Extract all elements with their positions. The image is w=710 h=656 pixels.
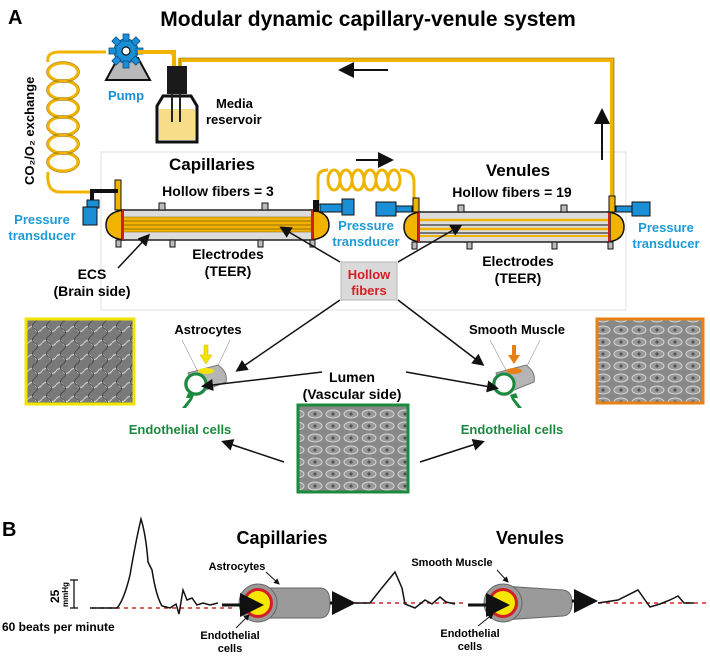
pressure-scale-bar bbox=[70, 579, 78, 609]
panel-b-endothelial-venule-label-1: Endothelial bbox=[440, 628, 499, 640]
endothelial-label-capillary: Endothelial cells bbox=[129, 422, 232, 437]
smooth-muscle-pointer bbox=[496, 569, 509, 583]
panel-b-endothelial-venule-label-2: cells bbox=[458, 641, 482, 653]
endothelial-arrow-capillary bbox=[221, 439, 285, 463]
pressure-transducer-right-icon bbox=[615, 201, 651, 217]
panel-b-smooth-muscle-label: Smooth Muscle bbox=[411, 557, 492, 569]
pressure-transducer-left-icon bbox=[82, 189, 118, 226]
panel-b-capillary-vessel-icon bbox=[238, 583, 331, 623]
panel-b-label: B bbox=[2, 519, 16, 541]
pressure-transducer-right-label-2: transducer bbox=[632, 236, 699, 251]
pressure-transducer-middle-label-1: Pressure bbox=[338, 218, 394, 233]
capillaries-electrodes-label-1: Electrodes bbox=[192, 246, 264, 262]
venules-cartridge bbox=[403, 195, 625, 250]
pressure-waveform-capillary-out bbox=[355, 570, 456, 609]
ecs-label-2: (Brain side) bbox=[53, 283, 130, 299]
media-reservoir-label-2: reservoir bbox=[206, 112, 262, 127]
inter-module-coil bbox=[316, 168, 416, 206]
hollow-fibers-callout: Hollow fibers bbox=[340, 261, 398, 301]
astrocyte-micrograph bbox=[24, 317, 136, 406]
lumen-arrow-capillary bbox=[201, 371, 323, 391]
media-reservoir-icon bbox=[155, 66, 199, 144]
pressure-waveform-venule-out bbox=[597, 589, 694, 608]
capillaries-cartridge bbox=[105, 179, 330, 248]
pressure-transducer-middle-icon bbox=[319, 198, 355, 216]
venules-title: Venules bbox=[486, 161, 550, 180]
ecs-label-1: ECS bbox=[78, 266, 107, 282]
hollow-fibers-arrow-capillaries bbox=[279, 226, 341, 263]
pressure-transducer-right-label-1: Pressure bbox=[638, 220, 694, 235]
panel-a-label: A bbox=[8, 7, 22, 29]
capillaries-fiber-count: Hollow fibers = 3 bbox=[162, 183, 274, 199]
pump-outlet-tube bbox=[138, 50, 176, 70]
gas-exchange-label: CO₂/O₂ exchange bbox=[22, 77, 37, 185]
hollow-fibers-arrow-venules bbox=[397, 224, 463, 263]
lumen-arrow-venule bbox=[405, 371, 499, 393]
endothelial-pointer-capillary bbox=[235, 614, 250, 629]
hollow-fibers-label-2: fibers bbox=[351, 283, 386, 298]
astrocytes-label: Astrocytes bbox=[174, 322, 241, 337]
panel-b-venules-title: Venules bbox=[496, 528, 564, 548]
gas-exchange-coil bbox=[46, 50, 106, 194]
panel-b-endothelial-label-1: Endothelial bbox=[200, 630, 259, 642]
lumen-label-2: (Vascular side) bbox=[303, 386, 402, 402]
lumen-label-1: Lumen bbox=[329, 369, 375, 385]
endothelial-pointer-venule bbox=[477, 613, 494, 627]
pump-icon bbox=[104, 33, 152, 81]
venules-fiber-count: Hollow fibers = 19 bbox=[452, 184, 572, 200]
venule-tube-icon bbox=[489, 339, 541, 408]
pressure-waveform-arterial bbox=[90, 516, 219, 615]
scale-unit: mmHg bbox=[61, 582, 70, 607]
tubing-outline bbox=[179, 57, 615, 200]
hollow-fibers-arrow-capillary-tube bbox=[235, 299, 341, 372]
hollow-fibers-arrow-venule-tube bbox=[397, 299, 485, 366]
capillary-tube-icon bbox=[181, 339, 231, 408]
pressure-transducer-left-label-2: transducer bbox=[8, 228, 75, 243]
scale-value: 25 bbox=[48, 589, 62, 603]
pump-label: Pump bbox=[108, 88, 144, 103]
capillaries-electrodes-label-2: (TEER) bbox=[205, 263, 252, 279]
astrocytes-pointer bbox=[265, 571, 280, 585]
media-reservoir-label-1: Media bbox=[216, 96, 254, 111]
heart-rate-label: 60 beats per minute bbox=[2, 620, 115, 634]
venules-electrodes-label-2: (TEER) bbox=[495, 270, 542, 286]
capillaries-title: Capillaries bbox=[169, 155, 255, 174]
endothelial-label-venule: Endothelial cells bbox=[461, 422, 564, 437]
hollow-fibers-label-1: Hollow bbox=[348, 267, 391, 282]
panel-b-endothelial-label-2: cells bbox=[218, 643, 242, 655]
venules-electrodes-label-1: Electrodes bbox=[482, 253, 554, 269]
pressure-transducer-left-label-1: Pressure bbox=[14, 212, 70, 227]
module-frame bbox=[100, 151, 627, 311]
endothelial-arrow-venule bbox=[419, 439, 485, 463]
panel-a-title: Modular dynamic capillary-venule system bbox=[160, 8, 576, 31]
gas-exchange-coil-outline bbox=[46, 61, 80, 173]
panel-b-venule-vessel-icon bbox=[483, 583, 573, 623]
endothelial-micrograph bbox=[296, 403, 410, 494]
pressure-transducer-venule-left-icon bbox=[375, 201, 413, 217]
smooth-muscle-label: Smooth Muscle bbox=[469, 322, 565, 337]
panel-b-capillaries-title: Capillaries bbox=[236, 528, 327, 548]
pressure-transducer-middle-label-2: transducer bbox=[332, 234, 399, 249]
smooth-muscle-micrograph bbox=[595, 317, 705, 405]
panel-b-astrocytes-label: Astrocytes bbox=[209, 561, 266, 573]
ecs-pointer-arrow bbox=[117, 233, 151, 269]
